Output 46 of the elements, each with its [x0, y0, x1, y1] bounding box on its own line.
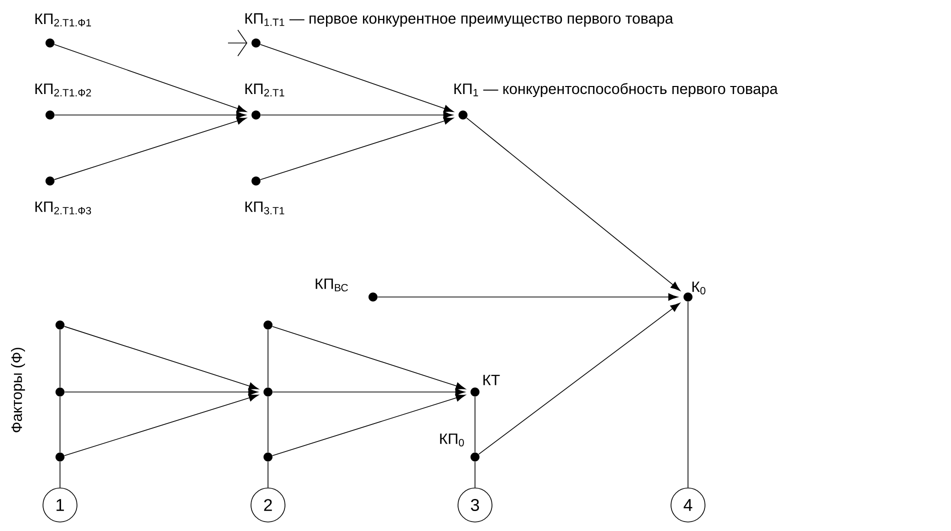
- arrow: [260, 111, 453, 119]
- arrow: [64, 394, 258, 456]
- arrow: [260, 117, 454, 180]
- node-label: КП$_{1}$ — конкурентоспособность первого товара: [454, 82, 778, 98]
- node-label: КП$_{2.Т1.Ф3}$: [35, 202, 91, 214]
- arrow: [54, 111, 246, 119]
- node-label: КП$_{2.Т1.Ф2}$: [35, 84, 91, 96]
- dot: [46, 176, 54, 186]
- node-label: КП$_{2.Т1.Ф1}$: [35, 14, 91, 26]
- arrow: [272, 394, 466, 456]
- node-label: КП$_{0}$: [440, 434, 464, 446]
- arrow: [272, 326, 466, 390]
- dot: [56, 388, 64, 396]
- arrow: [260, 44, 454, 112]
- node-label: КП$_{ВС}$: [316, 278, 348, 292]
- dot: [46, 38, 54, 48]
- dot: [264, 452, 272, 462]
- dot: [684, 292, 692, 302]
- arrow: [54, 44, 247, 112]
- node-label: КП$_{3.Т1}$: [245, 202, 284, 214]
- dot: [368, 292, 378, 302]
- dot: [470, 452, 480, 462]
- dot: [56, 452, 64, 462]
- dot: [470, 388, 480, 396]
- dot: [252, 110, 260, 120]
- arrow: [466, 118, 680, 291]
- axis-label: Факторы (Ф): [11, 348, 25, 432]
- arrow: [64, 388, 258, 396]
- dot: [46, 110, 54, 120]
- dot: [252, 176, 260, 186]
- dot: [252, 38, 260, 48]
- dot: [264, 320, 272, 330]
- line: [474, 461, 476, 488]
- arrow: [377, 293, 678, 301]
- arrow: [272, 388, 465, 396]
- line: [474, 396, 476, 453]
- arrow: [64, 326, 258, 390]
- node-label: КП$_{1.Т1}$ — первое конкурентное преимущество первого товара: [245, 13, 674, 27]
- dot: [264, 388, 272, 396]
- arrow: [54, 117, 246, 180]
- arrow: [478, 302, 680, 455]
- node-label: КП$_{2.Т1}$: [245, 84, 284, 96]
- dot: [458, 110, 468, 120]
- dot: [56, 320, 64, 330]
- node-label: К$_{0}$: [692, 282, 706, 294]
- node-label: КТ: [483, 374, 500, 386]
